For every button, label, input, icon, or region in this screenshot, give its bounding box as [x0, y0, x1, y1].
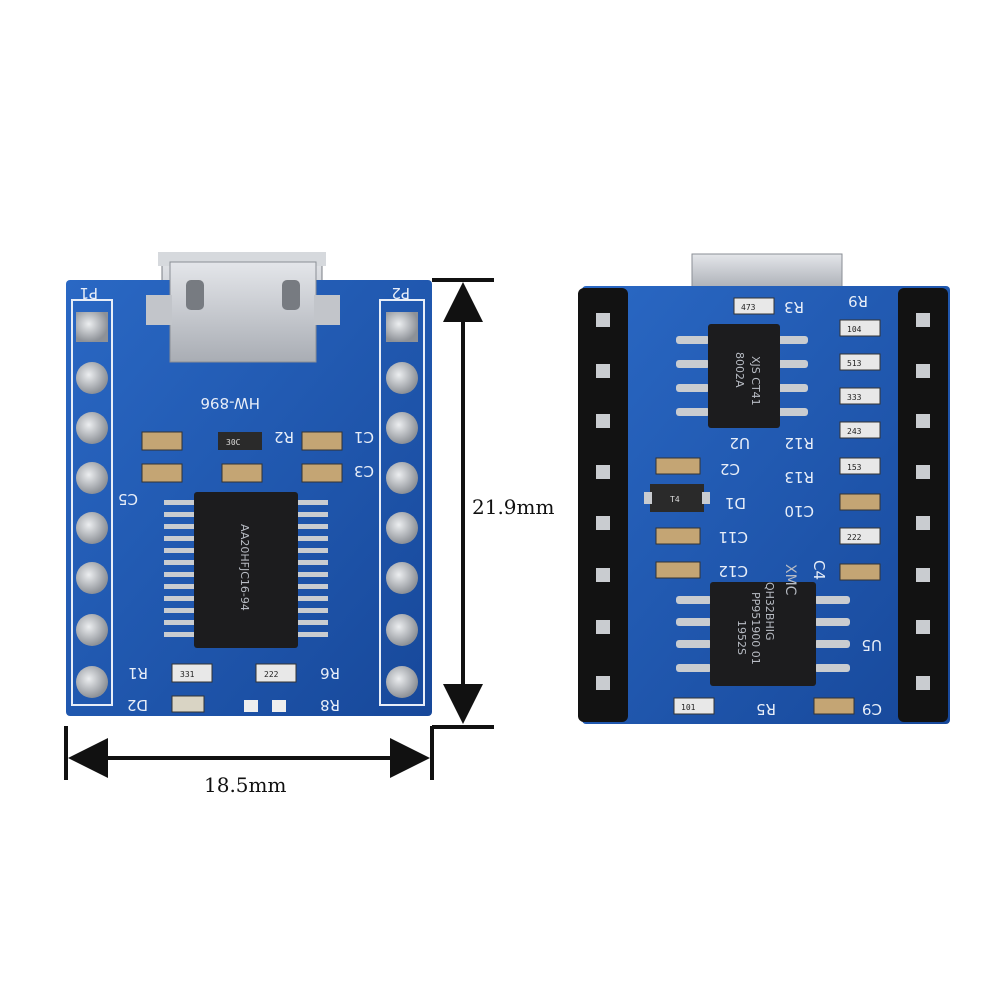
front-silk-c1: C1 [354, 428, 374, 446]
back-smd-components: 473 104 513 333 243 153 222 101 T4 [644, 297, 881, 715]
front-silk-c5: C5 [118, 490, 138, 508]
width-dimension: 18.5mm [64, 726, 434, 797]
front-smd-code-2: 331 [180, 670, 195, 679]
back-smd-code-5: 243 [847, 427, 862, 436]
back-diode-code: T4 [670, 495, 680, 504]
front-smd-components: 30C 331 222 [141, 431, 343, 713]
back-silk-r3: R3 [784, 298, 804, 316]
front-label-p2: P2 [391, 284, 410, 302]
front-silk-r2: R2 [274, 428, 294, 446]
back-board: 473 104 513 333 243 153 222 101 T4 [578, 253, 950, 724]
back-smd-code-1: 473 [741, 303, 756, 312]
front-label-p1: P1 [79, 284, 98, 302]
front-silk-r8: R8 [320, 696, 340, 714]
back-silk-r9: R9 [848, 292, 868, 310]
back-smd-code-4: 333 [847, 393, 862, 402]
front-board: P1 P2 HW-896 30C 331 222 R2 C1 C3 C5 R1 … [66, 252, 432, 716]
back-right-header [898, 288, 948, 722]
front-smd-code-3: 222 [264, 670, 279, 679]
back-silk-c10: C10 [784, 502, 814, 520]
back-u5-marking-4: 1952S [735, 620, 748, 655]
width-label: 18.5mm [204, 773, 286, 797]
front-silk-d2: D2 [127, 696, 148, 714]
back-chip-u2: 8002A XJS CT41 [676, 324, 808, 428]
front-model-label: HW-896 [200, 394, 260, 412]
front-silk-r6: R6 [320, 664, 340, 682]
back-silk-r12: R12 [784, 434, 814, 452]
back-smd-code-6: 153 [847, 463, 862, 472]
back-silk-r5: R5 [756, 700, 776, 718]
back-silk-u5: U5 [861, 636, 882, 654]
front-silk-c3: C3 [354, 462, 374, 480]
back-silk-c11: C11 [718, 528, 748, 546]
back-smd-code-3: 513 [847, 359, 862, 368]
back-silk-c2: C2 [720, 460, 740, 478]
back-smd-code-2: 104 [847, 325, 862, 334]
front-smd-code-1: 30C [226, 438, 241, 447]
front-chip-marking: AA20HFJC16-94 [238, 524, 251, 611]
front-main-chip: AA20HFJC16-94 [164, 492, 328, 648]
height-label: 21.9mm [472, 495, 554, 519]
back-u5-marking-2: QH32BHIG [763, 582, 776, 641]
back-u2-marking-1: 8002A [733, 352, 746, 388]
back-u5-marking-1: XMC [782, 564, 798, 596]
back-silk-c12: C12 [718, 562, 748, 580]
back-chip-u5: XMC QH32BHIG PP951900 01 1952S [676, 564, 850, 686]
back-silk-u2: U2 [729, 434, 750, 452]
back-silk-c4: C4 [810, 560, 828, 580]
back-silk-c9: C9 [862, 700, 882, 718]
back-smd-code-7: 222 [847, 533, 862, 542]
front-left-pins [76, 312, 108, 698]
front-silk-r1: R1 [128, 664, 148, 682]
back-silk-r13: R13 [784, 468, 814, 486]
front-right-pins [386, 312, 418, 698]
height-dimension: 21.9mm [432, 278, 554, 729]
back-silk-d1: D1 [725, 494, 746, 512]
back-u2-marking-2: XJS CT41 [749, 356, 762, 406]
back-left-header [578, 288, 628, 722]
back-u5-marking-3: PP951900 01 [749, 592, 762, 665]
back-smd-code-8: 101 [681, 703, 696, 712]
